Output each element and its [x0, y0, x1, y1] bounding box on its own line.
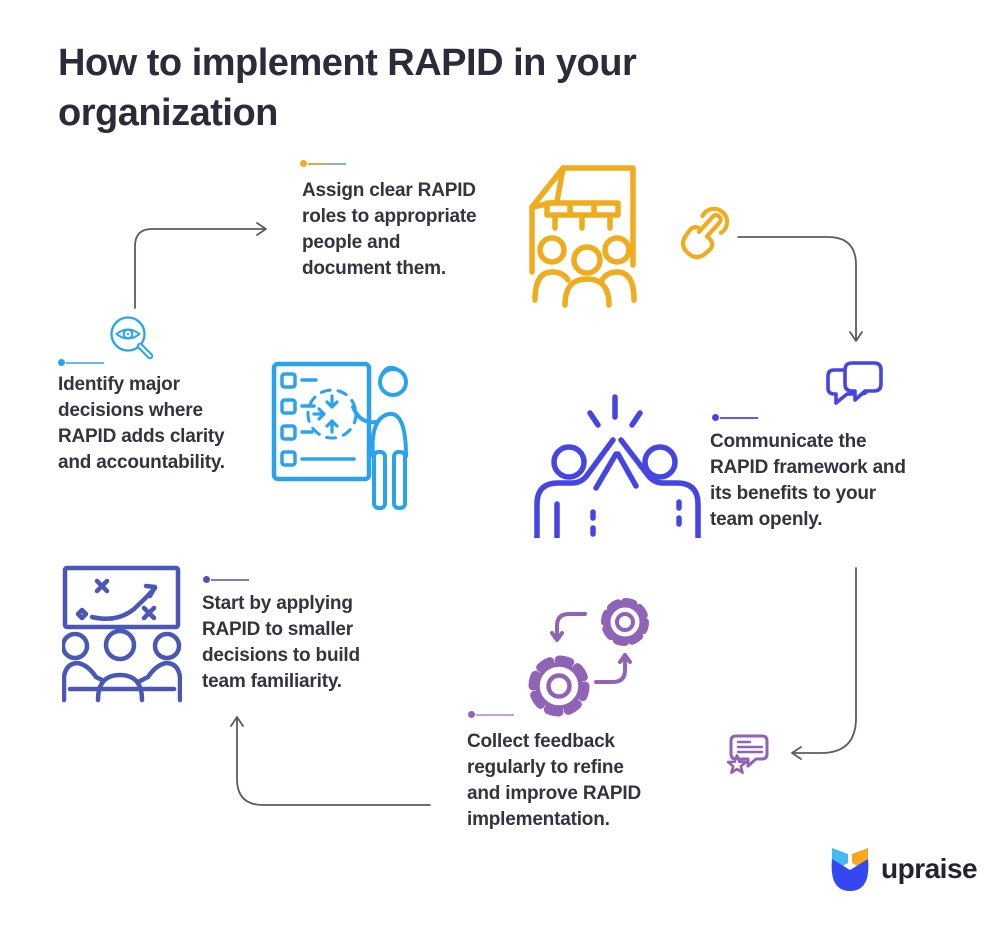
step-communicate-text: Communicate the RAPID framework and its … — [710, 431, 906, 530]
step-identify-text: Identify major decisions where RAPID add… — [58, 374, 225, 473]
arrow-identify-to-assign — [134, 222, 267, 309]
upraise-logo-text: upraise — [881, 853, 978, 884]
step-collect-text: Collect feedback regularly to refine and… — [467, 731, 641, 830]
bullet-start — [203, 576, 249, 583]
upraise-logo: upraise — [828, 846, 978, 892]
bullet-communicate — [712, 414, 758, 421]
arrow-assign-to-communicate — [737, 236, 863, 342]
upraise-logo-mark-icon — [831, 848, 869, 891]
page-title: How to implement RAPID in your organizat… — [58, 38, 858, 138]
gears-cycle-icon — [528, 598, 649, 717]
page-title-line1: How to implement RAPID in your — [58, 42, 637, 84]
bullet-identify — [58, 359, 104, 366]
tap-cursor-icon — [680, 206, 730, 260]
arrow-collect-to-start — [230, 716, 431, 806]
checklist-person-icon — [271, 361, 408, 510]
step-assign-text: Assign clear RAPID roles to appropriate … — [302, 180, 477, 279]
strategy-meeting-icon — [62, 565, 182, 703]
chat-bubbles-icon — [826, 361, 883, 405]
feedback-badge-icon — [726, 734, 769, 774]
bullet-assign — [300, 160, 346, 167]
arrow-communicate-to-collect — [791, 567, 857, 760]
document-team-icon — [529, 165, 637, 308]
step-start-text: Start by applying RAPID to smaller decis… — [202, 593, 360, 692]
bullet-collect — [468, 711, 514, 718]
high-five-icon — [534, 394, 701, 538]
page-title-line2: organization — [58, 92, 278, 134]
search-eye-icon — [110, 316, 154, 360]
